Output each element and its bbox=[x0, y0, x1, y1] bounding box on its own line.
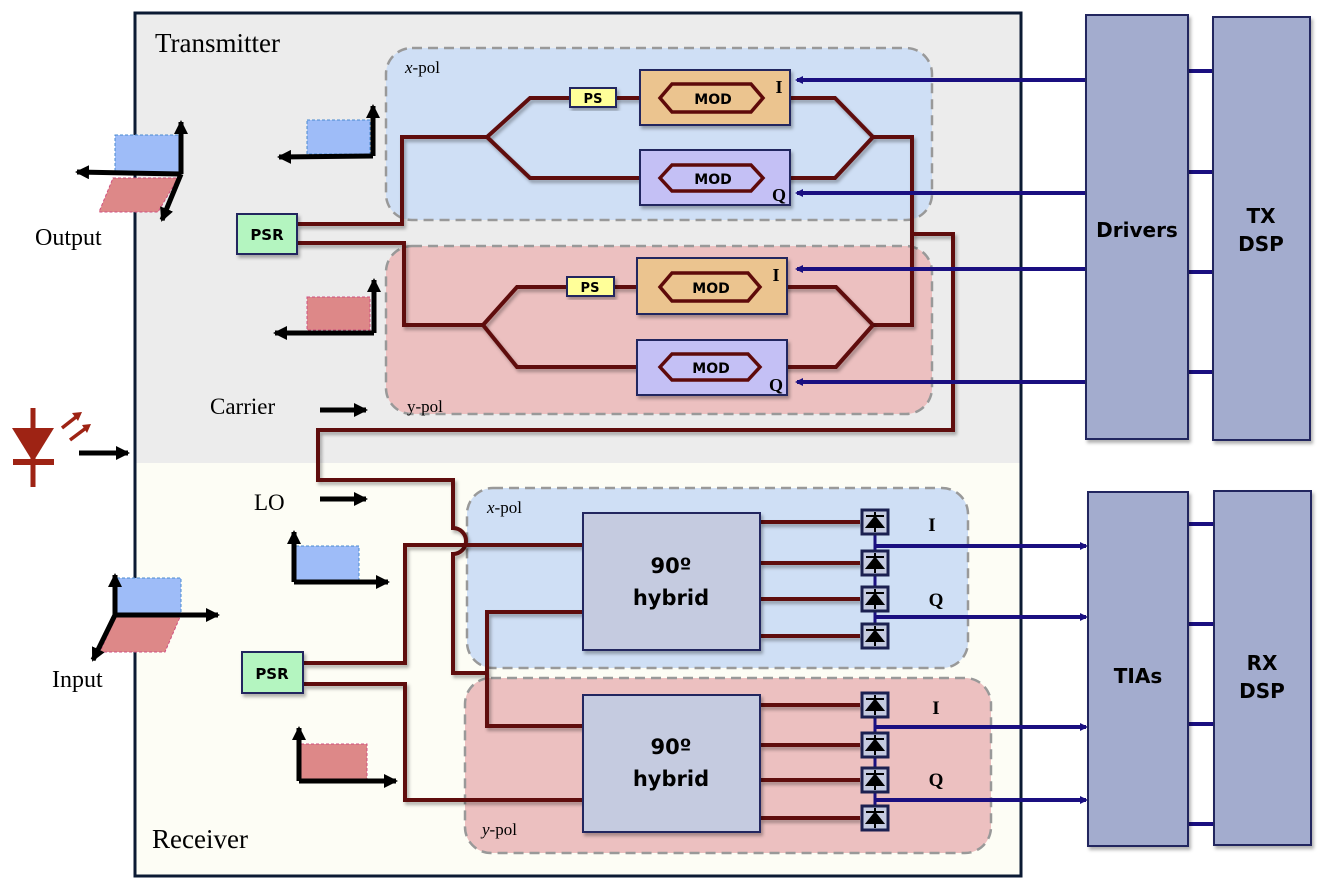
rx-ypol-q-label: Q bbox=[929, 770, 944, 791]
input-label: Input bbox=[52, 667, 103, 693]
svg-text:I: I bbox=[775, 77, 782, 97]
svg-text:hybrid: hybrid bbox=[633, 767, 709, 791]
svg-text:MOD: MOD bbox=[692, 361, 729, 377]
output-label: Output bbox=[35, 225, 102, 251]
tx-ypol-mod-q: MOD Q bbox=[636, 339, 788, 396]
svg-text:TIAs: TIAs bbox=[1114, 664, 1162, 688]
svg-text:MOD: MOD bbox=[692, 281, 729, 297]
photodiode-array bbox=[860, 508, 890, 832]
svg-text:hybrid: hybrid bbox=[633, 586, 709, 610]
svg-text:PSR: PSR bbox=[255, 665, 289, 683]
tx-xpol-polarization-icon bbox=[277, 104, 380, 164]
svg-text:DSP: DSP bbox=[1239, 679, 1285, 703]
tias-block: TIAs bbox=[1087, 491, 1189, 847]
svg-text:TX: TX bbox=[1246, 204, 1276, 228]
photodiode-icon bbox=[860, 585, 890, 613]
photodiode-icon bbox=[860, 508, 890, 536]
rx-psr: PSR bbox=[241, 651, 304, 694]
tx-xpol-mod-i: MOD I bbox=[639, 69, 791, 126]
tx-xpol-label: x-pol bbox=[404, 58, 440, 77]
rx-dsp-block: RX DSP bbox=[1213, 490, 1312, 846]
photodiode-icon bbox=[860, 731, 890, 759]
tx-ypol-ps: PS bbox=[566, 276, 615, 297]
rx-xpol-q-label: Q bbox=[929, 590, 944, 611]
svg-text:PS: PS bbox=[581, 281, 600, 296]
photodiode-icon bbox=[860, 804, 890, 832]
tx-ypol-mod-i: MOD I bbox=[636, 257, 788, 315]
photodiode-icon bbox=[860, 691, 890, 719]
input-polarization-icon bbox=[90, 573, 220, 662]
svg-text:I: I bbox=[772, 265, 779, 285]
svg-text:90º: 90º bbox=[650, 554, 691, 578]
laser-diode-icon bbox=[12, 408, 130, 487]
rx-ypol-hybrid: 90º hybrid bbox=[582, 694, 761, 833]
svg-text:Q: Q bbox=[772, 185, 786, 205]
svg-text:MOD: MOD bbox=[694, 172, 731, 188]
receiver-label: Receiver bbox=[152, 824, 248, 854]
svg-text:RX: RX bbox=[1247, 651, 1278, 675]
rx-ypol-i-label: I bbox=[932, 698, 939, 719]
tx-electrical-lines bbox=[795, 69, 1213, 386]
rx-xpol-i-label: I bbox=[928, 515, 935, 536]
svg-text:Q: Q bbox=[769, 375, 783, 395]
svg-text:Drivers: Drivers bbox=[1096, 218, 1178, 242]
tx-ypol-polarization-icon bbox=[273, 278, 381, 340]
svg-text:90º: 90º bbox=[650, 735, 691, 759]
photodiode-icon bbox=[860, 766, 890, 794]
svg-text:MOD: MOD bbox=[694, 92, 731, 108]
tx-psr: PSR bbox=[236, 213, 298, 255]
transmitter-label: Transmitter bbox=[155, 28, 280, 58]
output-polarization-icon bbox=[75, 120, 188, 222]
rx-xpol-label: x-pol bbox=[486, 498, 522, 517]
tx-xpol-ps: PS bbox=[569, 87, 617, 108]
photodiode-icon bbox=[860, 622, 890, 650]
rx-xpol-hybrid: 90º hybrid bbox=[582, 512, 761, 651]
carrier-label: Carrier bbox=[210, 394, 275, 419]
rx-ypol-label: y-pol bbox=[480, 820, 517, 839]
svg-text:PSR: PSR bbox=[250, 226, 284, 244]
rx-xpol-polarization-icon bbox=[287, 530, 390, 589]
tx-ypol-label: y-pol bbox=[407, 397, 443, 416]
tx-dsp-block: TX DSP bbox=[1212, 16, 1311, 441]
chip-border bbox=[133, 11, 1023, 878]
lo-label: LO bbox=[254, 490, 285, 515]
tx-xpol-mod-q: MOD Q bbox=[639, 149, 791, 206]
rx-waveguides bbox=[137, 520, 860, 820]
photodiode-icon bbox=[860, 549, 890, 577]
svg-text:PS: PS bbox=[584, 92, 603, 107]
rx-ypol-polarization-icon bbox=[292, 726, 398, 788]
drivers-block: Drivers bbox=[1085, 14, 1189, 440]
svg-text:DSP: DSP bbox=[1238, 232, 1284, 256]
